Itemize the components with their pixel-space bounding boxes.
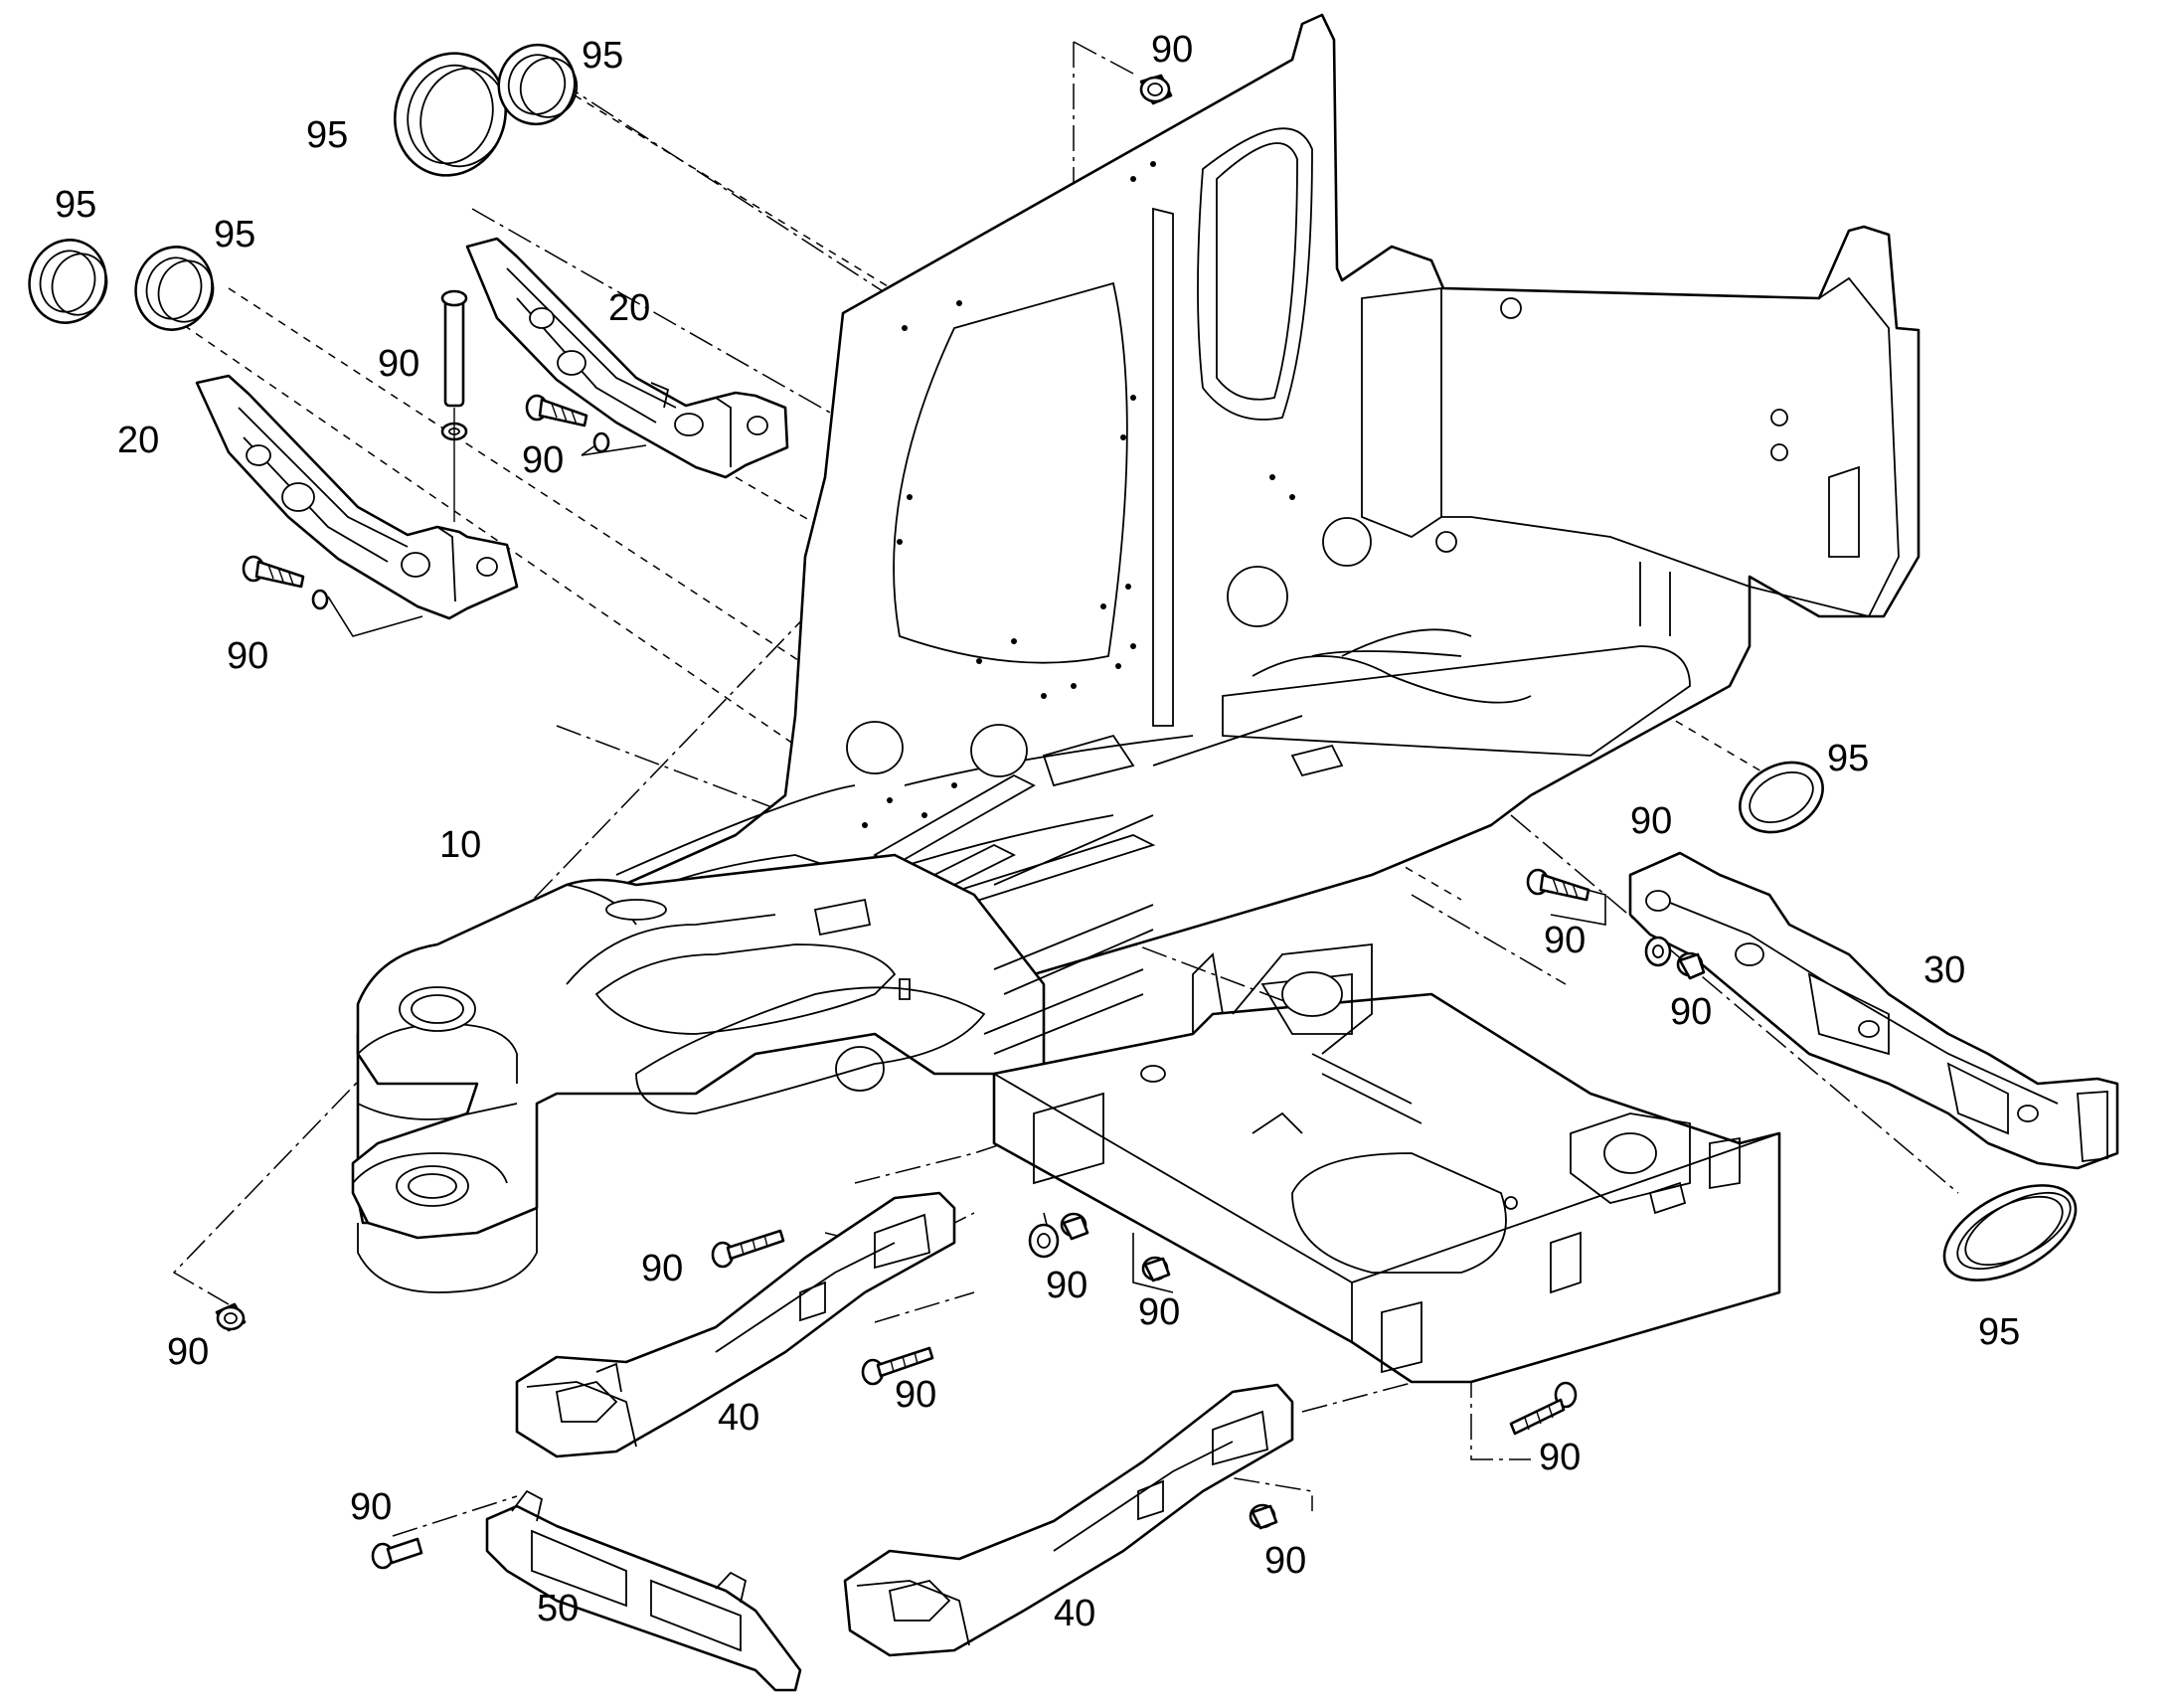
arm-40-right	[843, 1383, 1294, 1657]
label-90-bolt-crossframe: 90	[1539, 1437, 1581, 1478]
label-90-left20: 90	[227, 635, 268, 677]
label-90-bolt40b: 90	[895, 1374, 936, 1416]
washer-nut-90-center	[1028, 1212, 1089, 1259]
bracket-20-lower	[195, 374, 519, 620]
label-95-top-large: 95	[306, 114, 348, 156]
callout-labels: 90 95 95 95 95 20 90 90 20 90 10 95 90 9…	[55, 29, 2020, 1634]
label-30: 30	[1923, 949, 1965, 991]
label-20-lower: 20	[117, 420, 159, 461]
label-95-left-b: 95	[214, 214, 255, 256]
seal-95-top-large	[393, 52, 508, 177]
label-20-upper: 20	[608, 287, 650, 329]
label-95-right-a: 95	[1827, 738, 1869, 779]
pin-90-plate	[371, 1537, 423, 1570]
label-95-top-small: 95	[582, 35, 623, 77]
label-90-nut-a: 90	[1046, 1265, 1087, 1306]
seal-95-left-b	[134, 246, 215, 331]
label-90-pin: 90	[378, 343, 419, 385]
plate-50	[485, 1489, 802, 1692]
bolt-90-bracket-lower	[242, 555, 329, 610]
label-90-bush-left: 90	[167, 1331, 209, 1373]
arm-40-left	[515, 1191, 956, 1458]
bracket-20-upper	[465, 237, 789, 479]
bolt-90-arm40-b	[861, 1346, 934, 1386]
label-90-bolt20: 90	[522, 439, 564, 481]
nut-90-center-b	[1141, 1256, 1171, 1282]
bolt-90-crossframe	[1509, 1381, 1578, 1436]
pin-90	[440, 289, 468, 522]
label-40-left: 40	[718, 1397, 759, 1439]
label-95-right-b: 95	[1978, 1311, 2020, 1353]
nut-90-left	[215, 1302, 247, 1332]
nut-90-arm40-b	[1249, 1503, 1278, 1530]
arm-30	[1628, 851, 2119, 1170]
label-40-right: 40	[1054, 1593, 1095, 1634]
fastener-90-group	[215, 74, 1706, 1570]
label-90-right-nut: 90	[1670, 991, 1712, 1033]
label-90-nut40b: 90	[1264, 1540, 1306, 1582]
label-95-left-a: 95	[55, 184, 96, 226]
label-90-right: 90	[1630, 800, 1672, 842]
seal-95-right-a	[1739, 761, 1824, 834]
main-frame-10-boom	[351, 853, 1154, 1293]
label-10: 10	[439, 824, 481, 866]
label-90-nut-b: 90	[1138, 1291, 1180, 1333]
nut-90-top	[1139, 74, 1173, 105]
label-90-bolt40: 90	[641, 1248, 683, 1289]
main-frame-10-crossframe	[992, 942, 1781, 1384]
seal-95-left-a	[28, 239, 108, 324]
bolt-90-bracket-upper	[525, 394, 610, 453]
label-90-right-bolt: 90	[1544, 920, 1586, 961]
washer-nut-90-arm30	[1644, 936, 1706, 980]
label-90-pin50: 90	[350, 1486, 392, 1528]
label-50: 50	[537, 1588, 579, 1629]
seal-95-group	[28, 43, 2078, 1281]
label-90-top: 90	[1151, 29, 1193, 71]
seal-95-top-small	[497, 43, 579, 126]
seal-95-right-b	[1942, 1184, 2078, 1281]
bolt-90-arm40-a	[711, 1229, 785, 1269]
bolt-90-arm30	[1526, 868, 1590, 902]
